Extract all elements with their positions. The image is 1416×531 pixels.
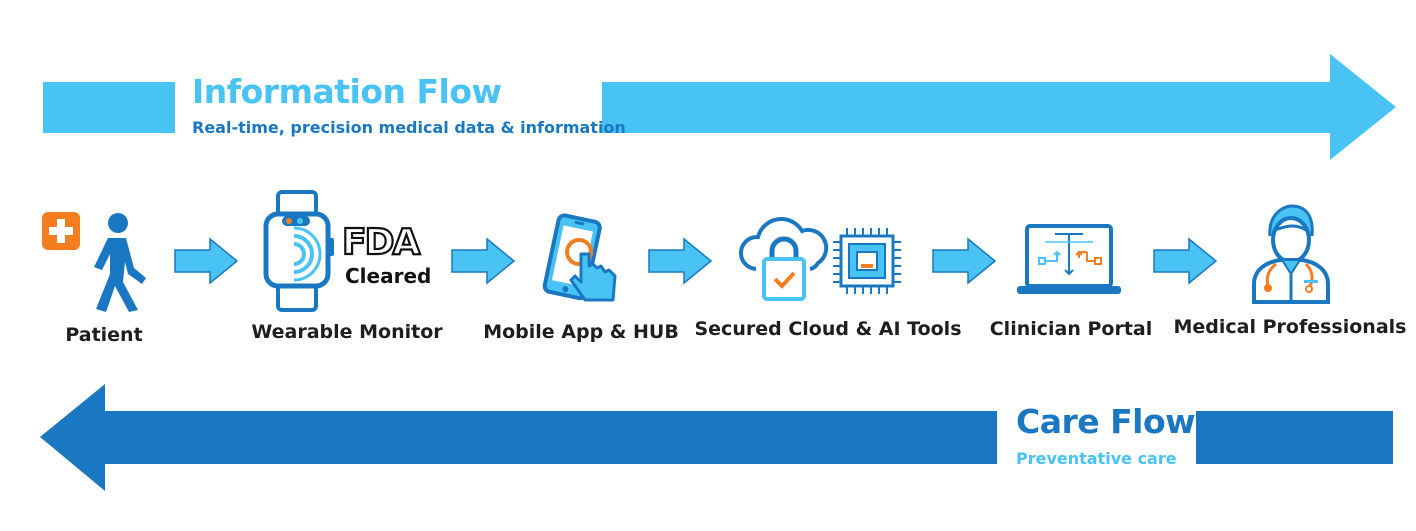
ai-chip-icon xyxy=(833,228,901,294)
care-flow-subtitle: Preventative care xyxy=(1016,449,1177,468)
connector-arrow xyxy=(451,237,516,285)
stage-label-medical-professionals: Medical Professionals xyxy=(1173,316,1407,338)
connector-arrow xyxy=(174,237,239,285)
connector-arrow xyxy=(648,237,713,285)
laptop-chart-icon xyxy=(1017,224,1121,294)
fda-cleared-label: Cleared xyxy=(345,264,432,288)
fda-logo: FDA xyxy=(341,221,424,264)
information-flow-subtitle: Real-time, precision medical data & info… xyxy=(192,118,626,137)
doctor-icon xyxy=(1252,204,1330,304)
cloud-lock-icon xyxy=(739,217,829,301)
care-flow-title: Care Flow xyxy=(1016,402,1196,441)
smartwatch-icon xyxy=(263,190,334,312)
fda-logo-text: FDA xyxy=(342,222,420,263)
stage-label-secured-cloud-ai-tools: Secured Cloud & AI Tools xyxy=(694,318,962,340)
connector-arrow xyxy=(1153,237,1218,285)
information-flow-title: Information Flow xyxy=(192,72,502,111)
stage-label-wearable-monitor: Wearable Monitor xyxy=(251,321,443,343)
smartphone-touch-icon xyxy=(542,213,617,302)
stage-label-patient: Patient xyxy=(65,324,143,346)
walking-person-icon xyxy=(94,213,146,312)
stage-label-clinician-portal: Clinician Portal xyxy=(989,318,1153,340)
stage-label-mobile-app-hub: Mobile App & HUB xyxy=(483,321,679,343)
connector-arrow xyxy=(932,237,997,285)
medical-cross-icon xyxy=(42,212,80,250)
